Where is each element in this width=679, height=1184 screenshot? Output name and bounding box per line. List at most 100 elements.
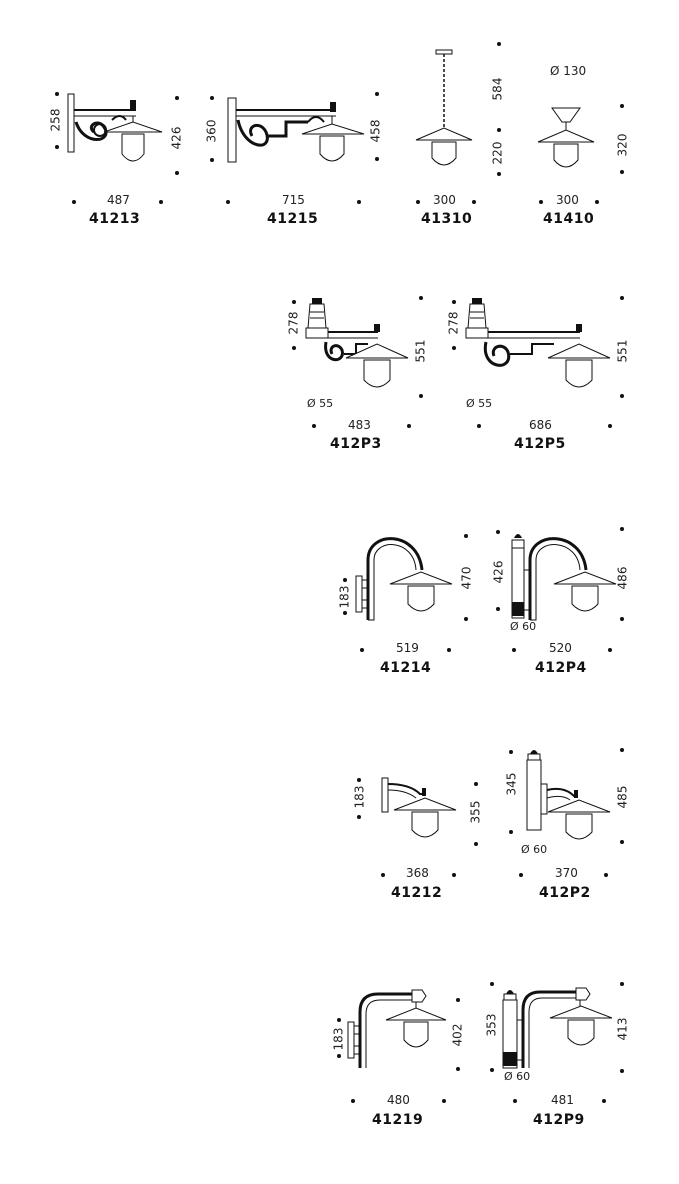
dim-marker [472, 200, 476, 204]
dim-marker [312, 424, 316, 428]
model-code: 41214 [380, 660, 432, 676]
dim-marker [360, 648, 364, 652]
height-a-label: 360 [204, 119, 219, 143]
model-code: 412P3 [330, 436, 382, 452]
dim-marker [452, 300, 456, 304]
dim-marker [175, 96, 179, 100]
dim-marker [159, 200, 163, 204]
dim-marker [513, 1099, 517, 1103]
dim-marker [512, 648, 516, 652]
height-a-label: 278 [286, 311, 301, 335]
height-a-label: 426 [491, 560, 506, 584]
height-a-label: 183 [337, 585, 352, 609]
height-b-label: 551 [615, 339, 630, 363]
height-b-label: 355 [468, 800, 483, 824]
lamp-412P4-drawing [508, 534, 618, 622]
dim-marker [620, 527, 624, 531]
dim-marker [357, 200, 361, 204]
dim-marker [452, 873, 456, 877]
width-label: 300 [556, 193, 579, 207]
model-code: 412P9 [533, 1112, 585, 1128]
dim-marker [620, 1069, 624, 1073]
diameter-label: Ø 130 [550, 64, 587, 78]
dim-marker [464, 534, 468, 538]
width-label: 370 [555, 866, 578, 880]
dim-marker [343, 611, 347, 615]
lamp-412P9-drawing [500, 986, 615, 1072]
dim-marker [357, 778, 361, 782]
height-b-label: 551 [413, 339, 428, 363]
width-label: 487 [107, 193, 130, 207]
dim-marker [496, 530, 500, 534]
width-label: 519 [396, 641, 419, 655]
diameter-label: Ø 60 [504, 1070, 531, 1083]
dim-marker [442, 1099, 446, 1103]
dim-marker [519, 873, 523, 877]
dim-marker [72, 200, 76, 204]
height-b-label: 470 [459, 566, 474, 590]
lamp-41215-drawing [224, 96, 374, 186]
dim-marker [456, 998, 460, 1002]
dim-marker [416, 200, 420, 204]
dim-marker [608, 648, 612, 652]
dim-marker [419, 394, 423, 398]
diameter-label: Ø 60 [510, 620, 537, 633]
dim-marker [343, 578, 347, 582]
lamp-412P5-drawing [462, 298, 612, 398]
dim-marker [474, 782, 478, 786]
dim-marker [452, 346, 456, 350]
height-a-label: 584 [490, 77, 505, 101]
width-label: 300 [433, 193, 456, 207]
height-b-label: 402 [450, 1023, 465, 1047]
dim-marker [496, 607, 500, 611]
dim-marker [226, 200, 230, 204]
lamp-412P2-drawing [524, 750, 614, 846]
lamp-412P3-drawing [302, 298, 412, 398]
model-code: 412P5 [514, 436, 566, 452]
dim-marker [490, 1068, 494, 1072]
height-b-label: 220 [490, 141, 505, 165]
dim-marker [375, 92, 379, 96]
lamp-41410-drawing [536, 108, 596, 178]
model-code: 41219 [372, 1112, 424, 1128]
height-a-label: 353 [484, 1013, 499, 1037]
dim-marker [210, 158, 214, 162]
width-label: 481 [551, 1093, 574, 1107]
lamp-41214-drawing [354, 530, 454, 622]
dim-marker [509, 750, 513, 754]
height-b-label: 320 [615, 133, 630, 157]
dim-marker [539, 200, 543, 204]
dim-marker [456, 1067, 460, 1071]
dim-marker [55, 145, 59, 149]
diameter-label: Ø 55 [466, 397, 493, 410]
dim-marker [620, 170, 624, 174]
lamp-41212-drawing [380, 776, 460, 846]
width-label: 715 [282, 193, 305, 207]
height-b-label: 413 [615, 1017, 630, 1041]
dim-marker [497, 172, 501, 176]
dim-marker [490, 982, 494, 986]
dim-marker [497, 128, 501, 132]
width-label: 483 [348, 418, 371, 432]
height-b-label: 486 [615, 566, 630, 590]
dim-marker [620, 296, 624, 300]
dim-marker [55, 92, 59, 96]
lamp-41213-drawing [64, 92, 174, 182]
height-a-label: 183 [331, 1027, 346, 1051]
dim-marker [604, 873, 608, 877]
dim-marker [620, 840, 624, 844]
dim-marker [292, 346, 296, 350]
lamp-41310-drawing [414, 48, 474, 178]
height-a-label: 345 [504, 772, 519, 796]
height-a-label: 258 [48, 108, 63, 132]
model-code: 41410 [543, 211, 595, 227]
dim-marker [477, 424, 481, 428]
model-code: 41212 [391, 885, 443, 901]
height-b-label: 426 [169, 126, 184, 150]
dim-marker [620, 104, 624, 108]
height-a-label: 278 [446, 311, 461, 335]
dim-marker [464, 617, 468, 621]
dim-marker [407, 424, 411, 428]
dim-marker [620, 394, 624, 398]
lamp-41219-drawing [346, 988, 446, 1070]
